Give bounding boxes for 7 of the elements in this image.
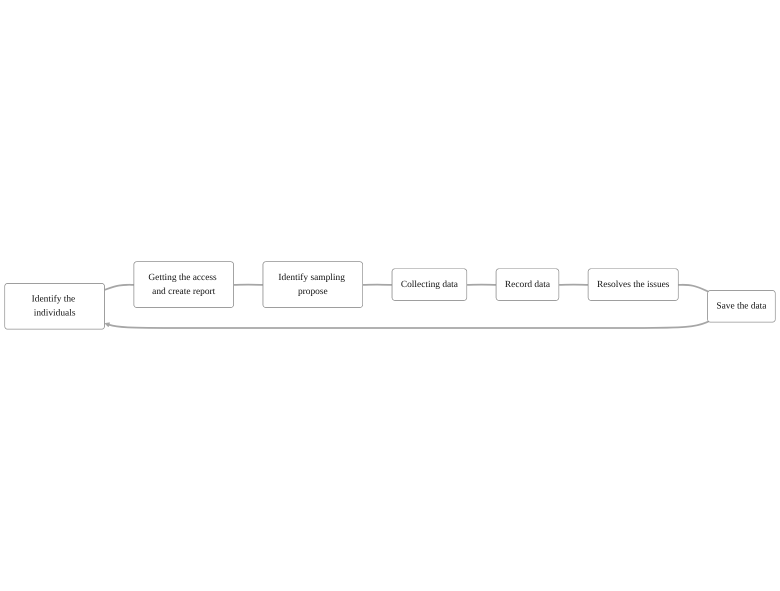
connector (104, 284, 134, 291)
connector (234, 284, 264, 286)
connector (362, 284, 392, 286)
connector (467, 284, 496, 286)
arrow (104, 320, 709, 329)
connector (559, 284, 588, 286)
connector (678, 284, 709, 293)
